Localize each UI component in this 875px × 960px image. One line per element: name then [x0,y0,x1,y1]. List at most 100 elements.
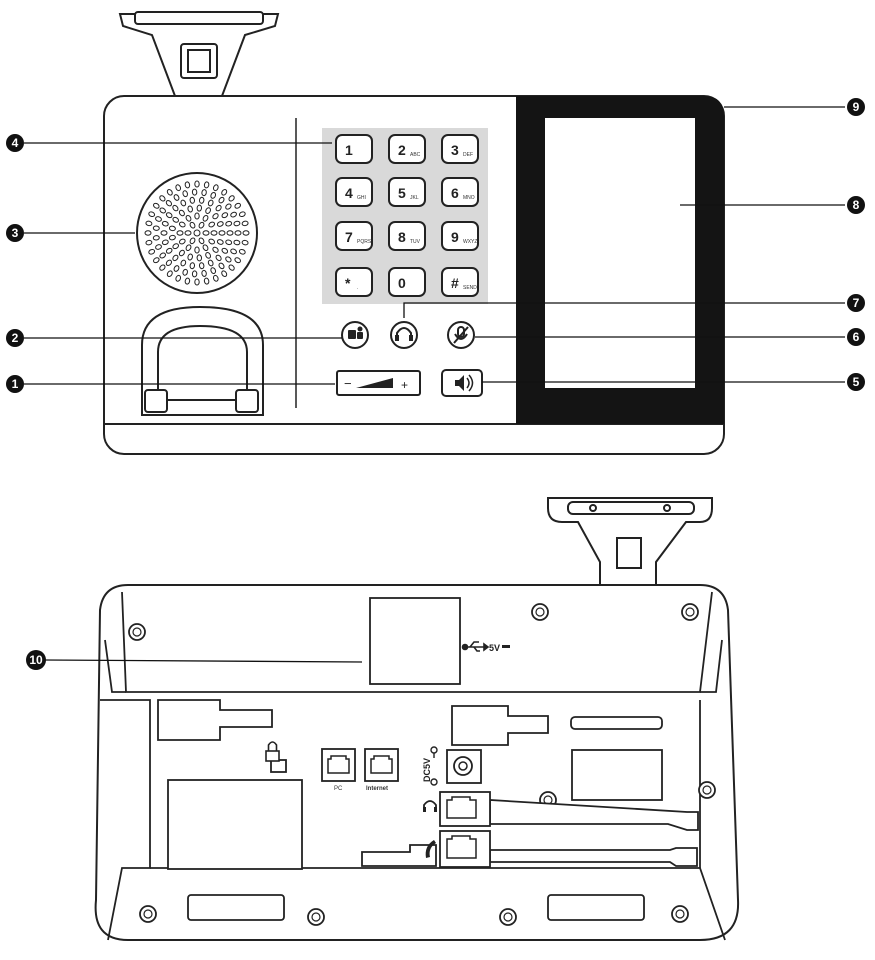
callout-number: 6 [853,330,860,344]
callout-2: 2 [6,329,24,347]
front-stand [118,11,280,97]
callout-number: 7 [853,296,860,310]
rear-feet [187,894,645,921]
screw-8 [499,908,517,926]
screw-7 [307,908,325,926]
keypad-key-digit: 7 [345,229,353,245]
lock-icon [265,741,280,762]
rear-slots [157,699,699,867]
teams-icon [348,326,363,339]
keypad-key-letters: DEF [463,152,473,158]
keypad-key-letters: MNO [463,195,475,201]
headset-port[interactable] [439,791,491,827]
teams-button[interactable] [341,321,369,349]
callout-6: 6 [847,328,865,346]
speakerphone-button[interactable] [441,369,483,397]
dc-power-jack[interactable] [446,749,482,784]
callout-number: 2 [12,331,19,345]
keypad-key-10[interactable]: *. [335,267,373,297]
keypad-key-digit: 9 [451,229,459,245]
screw-9 [671,905,689,923]
dc-voltage-label: DC5V [422,758,432,782]
callout-number: 4 [12,136,19,150]
callout-number: 1 [12,377,19,391]
handset-port[interactable] [439,830,491,868]
screw-2 [531,603,549,621]
volume-bar[interactable]: − + [336,370,421,396]
usb-port-marking: 5V [461,641,510,653]
usb-icon [461,641,490,652]
screw-6 [139,905,157,923]
mute-icon [453,326,469,344]
rear-view: 5V PC [94,497,740,941]
keypad-key-digit: * [345,275,351,291]
callout-number: 9 [853,100,860,114]
keypad-key-letters: ABC [410,152,421,158]
keypad-key-letters: JKL [410,195,419,201]
callout-5: 5 [847,373,865,391]
label-recess [369,597,461,685]
callout-3: 3 [6,224,24,242]
keypad-key-1[interactable]: 1 [335,134,373,164]
keypad-key-letters: TUV [410,239,421,245]
keypad-key-digit: 5 [398,185,406,201]
screw-4 [698,781,716,799]
mute-button[interactable] [447,321,475,349]
screw-3 [681,603,699,621]
callout-1: 1 [6,375,24,393]
front-callout-lines [24,106,845,385]
touch-screen[interactable] [516,96,724,424]
usb-voltage-label: 5V [489,643,500,653]
keypad-key-digit: 8 [398,229,406,245]
keypad-key-letters: WXYZ [463,239,477,245]
callout-number: 5 [853,375,860,389]
keypad-key-digit: # [451,275,459,291]
volume-minus: − [344,376,352,391]
speaker-grille [136,172,258,294]
internet-port[interactable]: Internet [364,748,399,792]
keypad-key-letters: GHI [357,195,366,201]
keypad-key-12[interactable]: # SEND [441,267,479,297]
callout-4: 4 [6,134,24,152]
callout-10: 10 [26,650,46,670]
rear-port-panel [167,759,303,870]
callout-number: 3 [12,226,19,240]
keypad-key-digit: 4 [345,185,353,201]
callout-9: 9 [847,98,865,116]
screw-1 [128,623,146,641]
callout-8: 8 [847,196,865,214]
handset-cradle [141,305,264,416]
rear-callout-lines [43,659,363,663]
headset-button[interactable] [390,321,418,349]
pc-port[interactable]: PC [321,748,356,792]
callout-7: 7 [847,294,865,312]
keypad-key-digit: 6 [451,185,459,201]
pc-port-label: PC [334,786,343,792]
callout-number: 10 [29,653,43,667]
dc-power-marking: DC5V [422,746,438,786]
keypad-key-11[interactable]: 0 [388,267,426,297]
keypad-key-letters: PQRS [357,239,372,245]
keypad-key-letters: SEND [463,285,477,291]
keypad-key-digit: 0 [398,275,406,291]
volume-plus: + [401,378,408,392]
rear-stand [547,497,713,589]
keypad-key-digit: 1 [345,142,353,158]
keypad-key-letters: . [357,285,358,291]
keypad-key-digit: 3 [451,142,459,158]
speaker-icon [455,374,474,392]
keypad-key-digit: 2 [398,142,406,158]
